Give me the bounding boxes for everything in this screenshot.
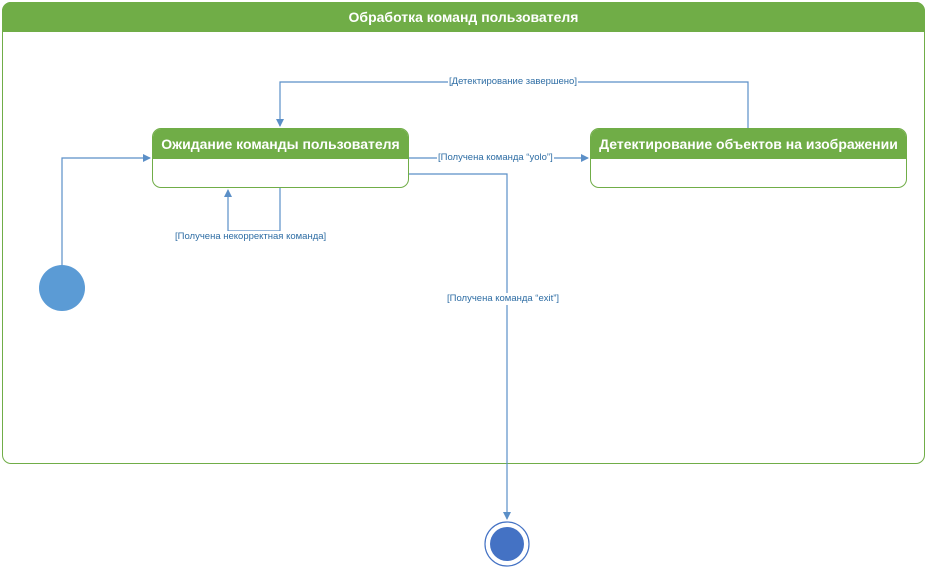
- final-node-inner: [490, 527, 524, 561]
- edge-detecting-to-waiting: [276, 81, 749, 128]
- edge-waiting-to-final: [409, 173, 511, 520]
- transition-label-yolo: [Получена команда “yolo”]: [437, 152, 554, 164]
- transition-label-exit: [Получена команда “exit”]: [446, 293, 561, 305]
- state-waiting-title: Ожидание команды пользователя: [153, 129, 408, 159]
- edge-waiting-self-loop: [224, 188, 281, 232]
- transition-label-detection-done: [Детектирование завершено]: [448, 76, 578, 88]
- state-waiting-for-command: Ожидание команды пользователя: [152, 128, 409, 188]
- state-detecting-objects: Детектирование объектов на изображении: [590, 128, 907, 188]
- edge-initial-to-waiting: [61, 154, 151, 268]
- transition-label-incorrect-command: [Получена некорректная команда]: [174, 231, 328, 243]
- composite-state-title: Обработка команд пользователя: [2, 2, 925, 32]
- state-detecting-title: Детектирование объектов на изображении: [591, 129, 906, 159]
- initial-node: [39, 265, 85, 311]
